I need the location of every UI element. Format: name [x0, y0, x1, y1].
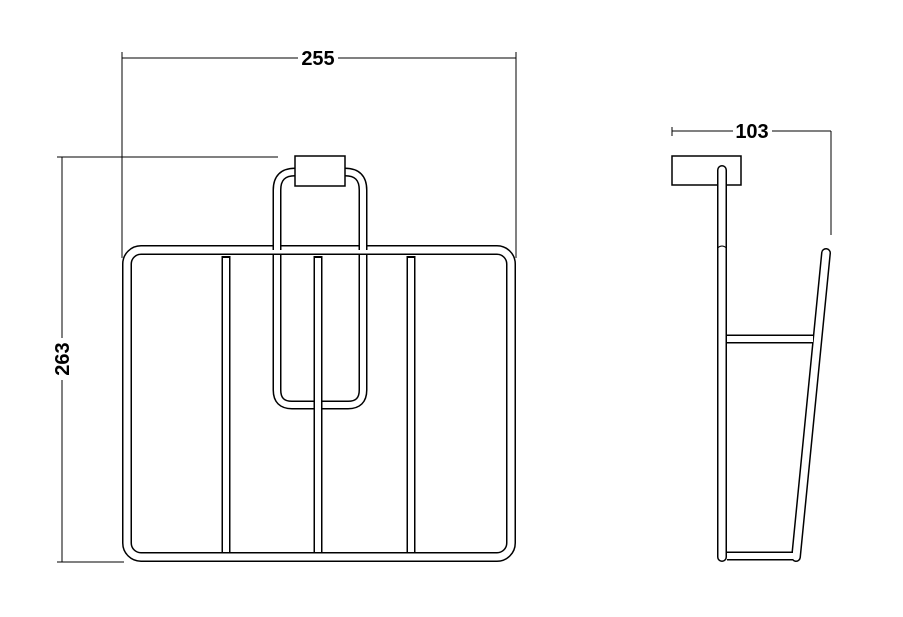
- width-dimension: 255: [121, 48, 517, 258]
- vertical-bars: [221, 256, 416, 552]
- width-dimension-label: 255: [301, 48, 334, 70]
- height-dimension: 263: [52, 156, 278, 563]
- wall-mount-block: [294, 155, 346, 187]
- height-dimension-label: 263: [52, 342, 74, 375]
- side-mount-block: [671, 155, 742, 186]
- depth-dimension-label: 103: [735, 121, 768, 143]
- depth-dimension: 103: [671, 121, 832, 235]
- basket-front-view: [122, 155, 516, 562]
- basket-side-view: [671, 155, 831, 562]
